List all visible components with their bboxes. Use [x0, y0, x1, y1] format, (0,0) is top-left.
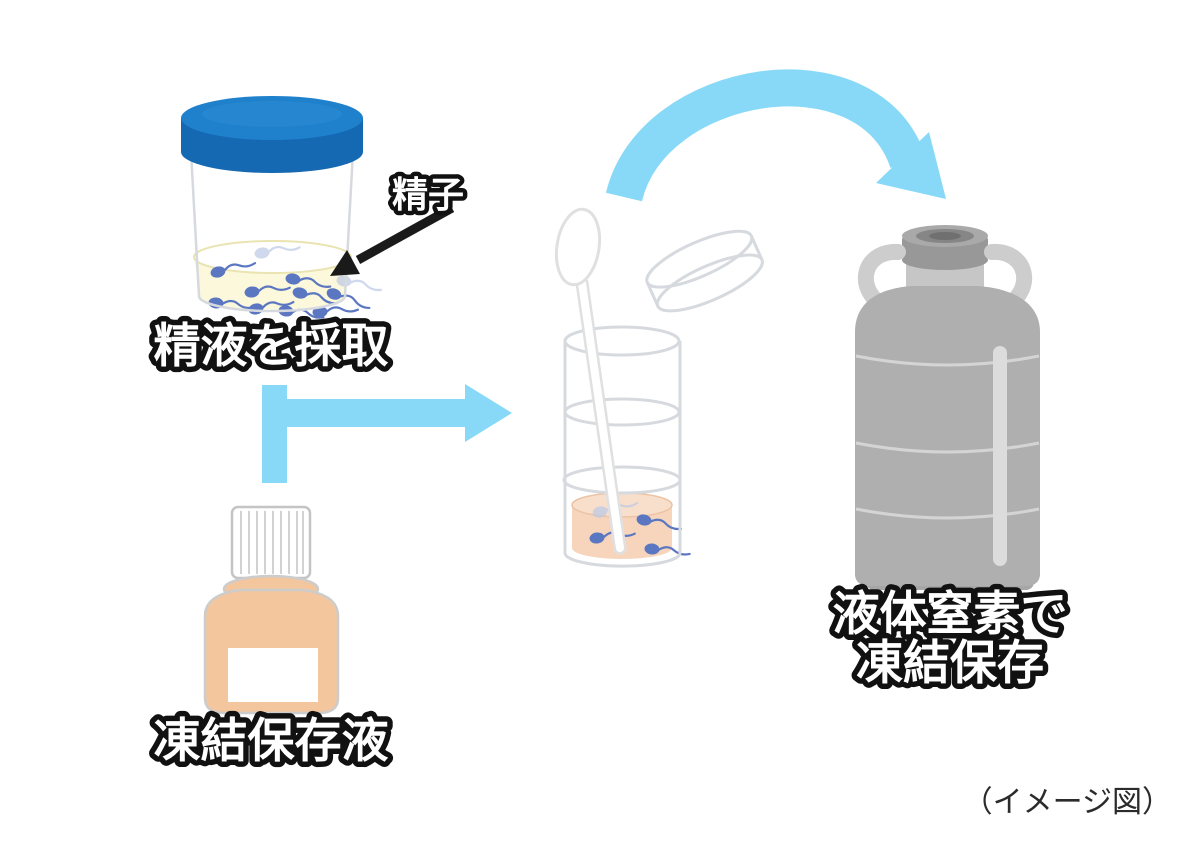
- cryoprotectant-bottle: [203, 505, 340, 715]
- specimen-cup: [181, 96, 384, 323]
- tank-caption-line1: 液体窒素で: [833, 587, 1068, 642]
- sperm-icon: [252, 239, 302, 261]
- tank-caption-line2: 凍結保存: [856, 636, 1044, 691]
- sperm-callout: 精子: [330, 171, 469, 276]
- tank-cap: [902, 225, 988, 270]
- image-note: （イメージ図）: [963, 785, 1172, 820]
- bottle-caption: 凍結保存液: [154, 714, 389, 769]
- bottle-label: [228, 648, 318, 702]
- liquid-nitrogen-tank: [855, 225, 1040, 590]
- elbow-arrow: [262, 384, 512, 483]
- callout-arrowhead: [330, 250, 360, 276]
- curved-arrow: [605, 69, 946, 203]
- swab: [554, 207, 627, 555]
- curved-arrowhead: [876, 132, 946, 199]
- vial-glass: [562, 325, 682, 568]
- sperm-label: 精子: [392, 175, 464, 216]
- semen-liquid: [194, 257, 351, 310]
- mixing-vial: [554, 207, 764, 568]
- vial-cap: [645, 229, 764, 313]
- semen-surface: [193, 240, 352, 274]
- bottle-cap: [230, 505, 312, 580]
- cup-lid: [181, 96, 363, 173]
- collect-caption: 精液を採取: [154, 319, 389, 374]
- tank-seams: [855, 354, 1040, 520]
- tank-body: [855, 286, 1040, 586]
- tank-highlight: [993, 346, 1007, 566]
